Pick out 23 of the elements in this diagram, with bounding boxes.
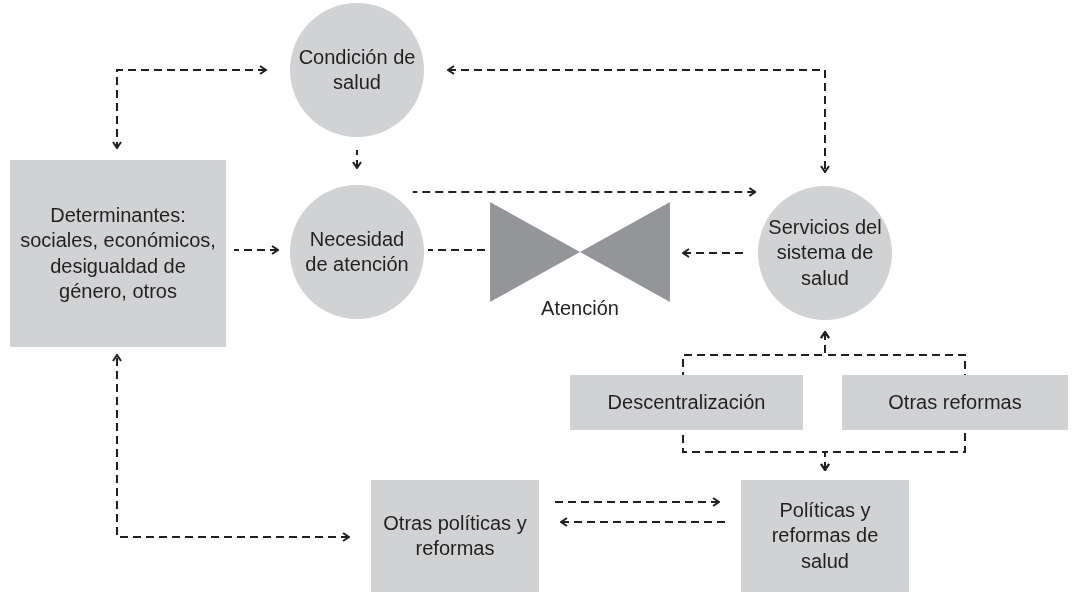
dashed-arrow xyxy=(112,65,267,149)
dashed-arrow xyxy=(352,149,362,169)
process-box xyxy=(371,480,539,592)
dashed-arrow xyxy=(112,354,350,542)
dashed-arrow xyxy=(682,248,744,258)
dashed-arrow xyxy=(447,65,830,173)
node-label: Atención xyxy=(540,296,620,320)
node-label: Otras políticas y reformas xyxy=(382,510,528,561)
dashed-arrow xyxy=(233,245,279,255)
node-label: Necesidad de atención xyxy=(304,226,410,277)
dashed-arrow xyxy=(411,187,757,197)
node-label: Otras reformas xyxy=(888,389,1022,415)
process-box xyxy=(741,480,909,592)
node-label: Determinantes: sociales, económicos, desigualdad de género, otros xyxy=(20,202,216,304)
process-box xyxy=(570,375,803,430)
node-label: Servicios del sistema de salud xyxy=(767,214,883,291)
process-box xyxy=(842,375,1068,430)
process-box xyxy=(10,160,226,347)
node-label: Condición de salud xyxy=(298,44,416,95)
node-label: Descentralización xyxy=(607,389,766,415)
node-label: Políticas y reformas de salud xyxy=(770,497,880,574)
dashed-arrow xyxy=(820,331,966,376)
dashed-line xyxy=(427,249,486,251)
